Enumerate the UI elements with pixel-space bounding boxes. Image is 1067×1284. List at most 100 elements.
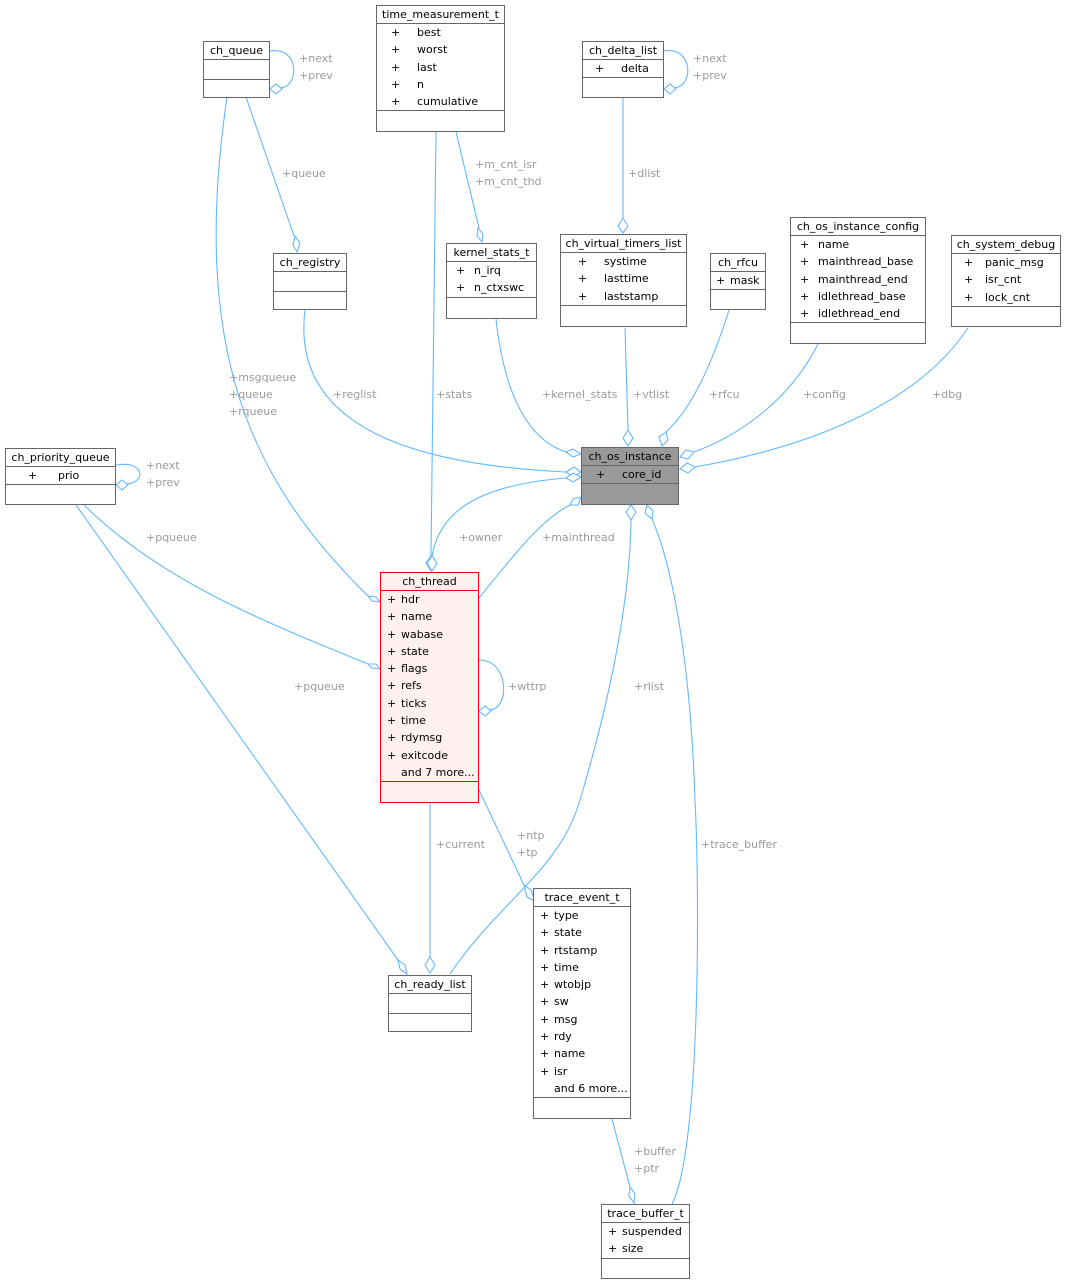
edge-label: +current: [436, 838, 485, 851]
method-compartment: [534, 1098, 630, 1116]
class-title: time_measurement_t: [377, 6, 504, 24]
edge-label: +ntp: [517, 829, 545, 842]
edge-label: +config: [803, 388, 846, 401]
attribute-row: +last: [391, 60, 437, 74]
edge-priority-queue-self: [115, 463, 141, 485]
class-ch-os-instance-config[interactable]: ch_os_instance_config +name +mainthread_…: [790, 217, 926, 344]
edge-registry-osinstance: [303, 309, 567, 473]
aggregation-diamond: [424, 955, 436, 975]
attribute-row: +best: [391, 26, 441, 39]
edge-label: +kernel_stats: [542, 388, 618, 401]
edge-queue-thread: [215, 96, 369, 597]
edge-label: +pqueue: [146, 531, 197, 544]
edge-time-kernelstats: [455, 131, 480, 229]
method-compartment: [791, 323, 925, 341]
edge-ch-queue-self: [269, 50, 295, 89]
edge-label: +owner: [459, 531, 503, 544]
attribute-row: +delta: [595, 62, 649, 75]
aggregation-diamond: [366, 595, 382, 603]
method-compartment: [447, 298, 536, 319]
aggregation-diamond: [397, 958, 408, 976]
class-ch-ready-list[interactable]: ch_ready_list: [388, 975, 472, 1032]
edge-label: +m_cnt_thd: [475, 175, 542, 188]
method-compartment: [274, 292, 346, 310]
aggregation-diamond: [478, 705, 492, 717]
edge-label: +next: [299, 52, 333, 65]
more-attributes: and 6 more...: [554, 1081, 628, 1095]
class-ch-rfcu[interactable]: ch_rfcu +mask: [710, 253, 766, 310]
attribute-row: +type: [540, 909, 579, 922]
attribute-row: +flags: [387, 662, 428, 676]
class-title: ch_thread: [381, 573, 478, 591]
aggregation-diamond: [115, 479, 129, 491]
attribute-row: +n_irq: [456, 264, 501, 277]
attribute-row: +mainthread_end: [800, 272, 908, 286]
aggregation-diamond: [564, 448, 583, 458]
class-ch-virtual-timers-list[interactable]: ch_virtual_timers_list +systime +lasttim…: [560, 234, 687, 327]
attribute-row: +ticks: [387, 696, 427, 710]
aggregation-diamond: [622, 428, 634, 448]
method-compartment: [6, 485, 115, 504]
edge-mainthread: [478, 504, 571, 599]
aggregation-diamond: [269, 83, 283, 95]
method-compartment: [204, 80, 269, 98]
class-title: ch_rfcu: [711, 254, 765, 272]
aggregation-diamond: [292, 234, 301, 254]
method-compartment: [377, 111, 504, 129]
edge-label: +dbg: [932, 388, 963, 401]
edge-label: +next: [693, 52, 727, 65]
edge-traceevent-tracebuffer: [611, 1118, 631, 1188]
attribute-row: +panic_msg: [964, 256, 1044, 269]
class-ch-thread[interactable]: ch_thread +hdr +name +wabase +state +fla…: [380, 572, 479, 803]
class-ch-system-debug[interactable]: ch_system_debug +panic_msg +isr_cnt +loc…: [951, 235, 1061, 327]
class-kernel-stats-t[interactable]: kernel_stats_t +n_irq +n_ctxswc: [446, 243, 537, 319]
class-ch-registry[interactable]: ch_registry: [273, 253, 347, 310]
method-compartment: [389, 1014, 471, 1032]
edge-vtlist-osinstance: [624, 327, 629, 431]
attribute-row: +name: [540, 1047, 586, 1061]
attribute-compartment: +core_id: [582, 466, 678, 485]
class-title: ch_registry: [274, 254, 346, 272]
attribute-row: +core_id: [596, 468, 662, 481]
aggregation-diamond: [644, 503, 654, 521]
class-ch-queue[interactable]: ch_queue: [203, 41, 270, 98]
edge-pqueue-readylist: [75, 504, 399, 961]
class-ch-priority-queue[interactable]: ch_priority_queue +prio: [5, 448, 116, 505]
aggregation-diamond: [476, 226, 484, 244]
aggregation-diamond: [663, 83, 677, 95]
attribute-row: +n_ctxswc: [456, 281, 525, 295]
attribute-row: +systime: [578, 255, 647, 268]
attribute-row: +mainthread_base: [800, 255, 914, 269]
edge-queue-registry: [245, 96, 295, 237]
attribute-row: +rdy: [540, 1030, 572, 1044]
class-title: trace_event_t: [534, 889, 630, 907]
attribute-row: +laststamp: [578, 289, 659, 303]
class-ch-os-instance[interactable]: ch_os_instance +core_id: [581, 447, 679, 505]
attribute-row: +name: [800, 238, 850, 251]
edge-label: +vtlist: [633, 388, 670, 401]
class-trace-buffer-t[interactable]: trace_buffer_t +suspended +size: [601, 1204, 690, 1279]
edge-kernelstats-osinstance: [495, 318, 567, 453]
edge-label: +prev: [146, 476, 180, 489]
edge-label: +wttrp: [508, 680, 547, 693]
attribute-compartment: +systime +lasttime +laststamp: [561, 253, 686, 306]
attribute-row: +idlethread_end: [800, 307, 901, 321]
attribute-row: +n: [391, 77, 424, 91]
edge-thread-self: [478, 659, 505, 711]
edge-label: +dlist: [628, 167, 661, 180]
attribute-compartment: +type +state +rtstamp +time +wtobjp +sw …: [534, 907, 630, 1099]
class-title: trace_buffer_t: [602, 1205, 689, 1223]
aggregation-diamond: [625, 504, 637, 522]
attribute-row: +prio: [28, 469, 80, 482]
aggregation-diamond: [569, 496, 582, 506]
edge-pqueue-thread: [83, 504, 369, 665]
aggregation-diamond: [523, 883, 536, 903]
class-time-measurement-t[interactable]: time_measurement_t +best +worst +last +n…: [376, 5, 505, 132]
attribute-row: +idlethread_base: [800, 289, 906, 303]
class-ch-delta-list[interactable]: ch_delta_list +delta: [582, 41, 664, 98]
edge-rfcu-osinstance: [665, 309, 730, 433]
class-trace-event-t[interactable]: trace_event_t +type +state +rtstamp +tim…: [533, 888, 631, 1119]
edge-owner: [431, 477, 567, 557]
edge-label: +ptr: [634, 1162, 660, 1175]
